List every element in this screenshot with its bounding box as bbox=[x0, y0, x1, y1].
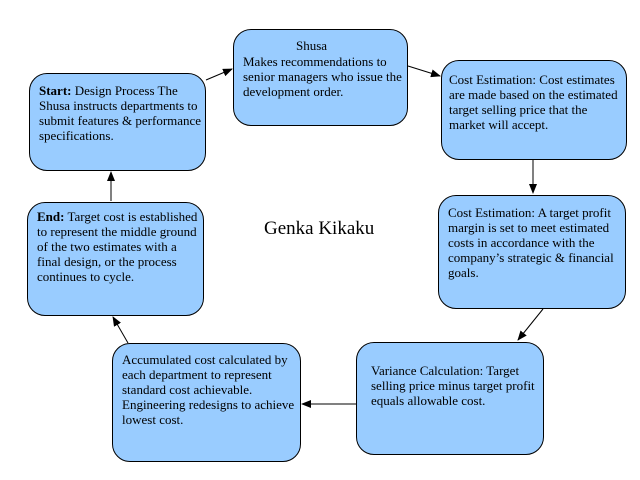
shusa-description: Makes recommendations to senior managers… bbox=[243, 54, 402, 99]
arrow-shusa-to-cost-estimation bbox=[407, 65, 441, 78]
end-node: End: Target cost is established to repre… bbox=[27, 202, 204, 316]
profit-margin-description: Cost Estimation: A target profit margin … bbox=[448, 205, 614, 280]
accumulated-cost-node: Accumulated cost calculated by each depa… bbox=[112, 343, 301, 462]
variance-calculation-node: Variance Calculation: Target selling pri… bbox=[356, 342, 544, 455]
start-label: Start: bbox=[39, 83, 72, 98]
accumulated-cost-description: Accumulated cost calculated by each depa… bbox=[122, 352, 295, 427]
arrow-profit-margin-to-variance bbox=[517, 308, 544, 341]
diagram-title: Genka Kikaku bbox=[264, 218, 375, 239]
arrow-accumulated-to-end bbox=[112, 316, 129, 344]
start-node: Start: Design Process The Shusa instruct… bbox=[29, 73, 206, 171]
end-description: Target cost is established to represent … bbox=[37, 209, 198, 284]
shusa-node: Shusa Makes recommendations to senior ma… bbox=[233, 29, 408, 126]
start-description: Design Process The Shusa instructs depar… bbox=[39, 83, 202, 143]
cost-estimation-description: Cost Estimation: Cost estimates are made… bbox=[449, 72, 618, 132]
cost-estimation-node: Cost Estimation: Cost estimates are made… bbox=[441, 60, 627, 160]
shusa-heading: Shusa bbox=[296, 38, 328, 53]
end-label: End: bbox=[37, 209, 65, 224]
profit-margin-node: Cost Estimation: A target profit margin … bbox=[438, 195, 626, 309]
end-text: End: Target cost is established to repre… bbox=[37, 209, 203, 284]
arrow-start-to-shusa bbox=[205, 68, 233, 81]
start-text: Start: Design Process The Shusa instruct… bbox=[39, 83, 205, 143]
variance-calculation-description: Variance Calculation: Target selling pri… bbox=[371, 363, 535, 408]
